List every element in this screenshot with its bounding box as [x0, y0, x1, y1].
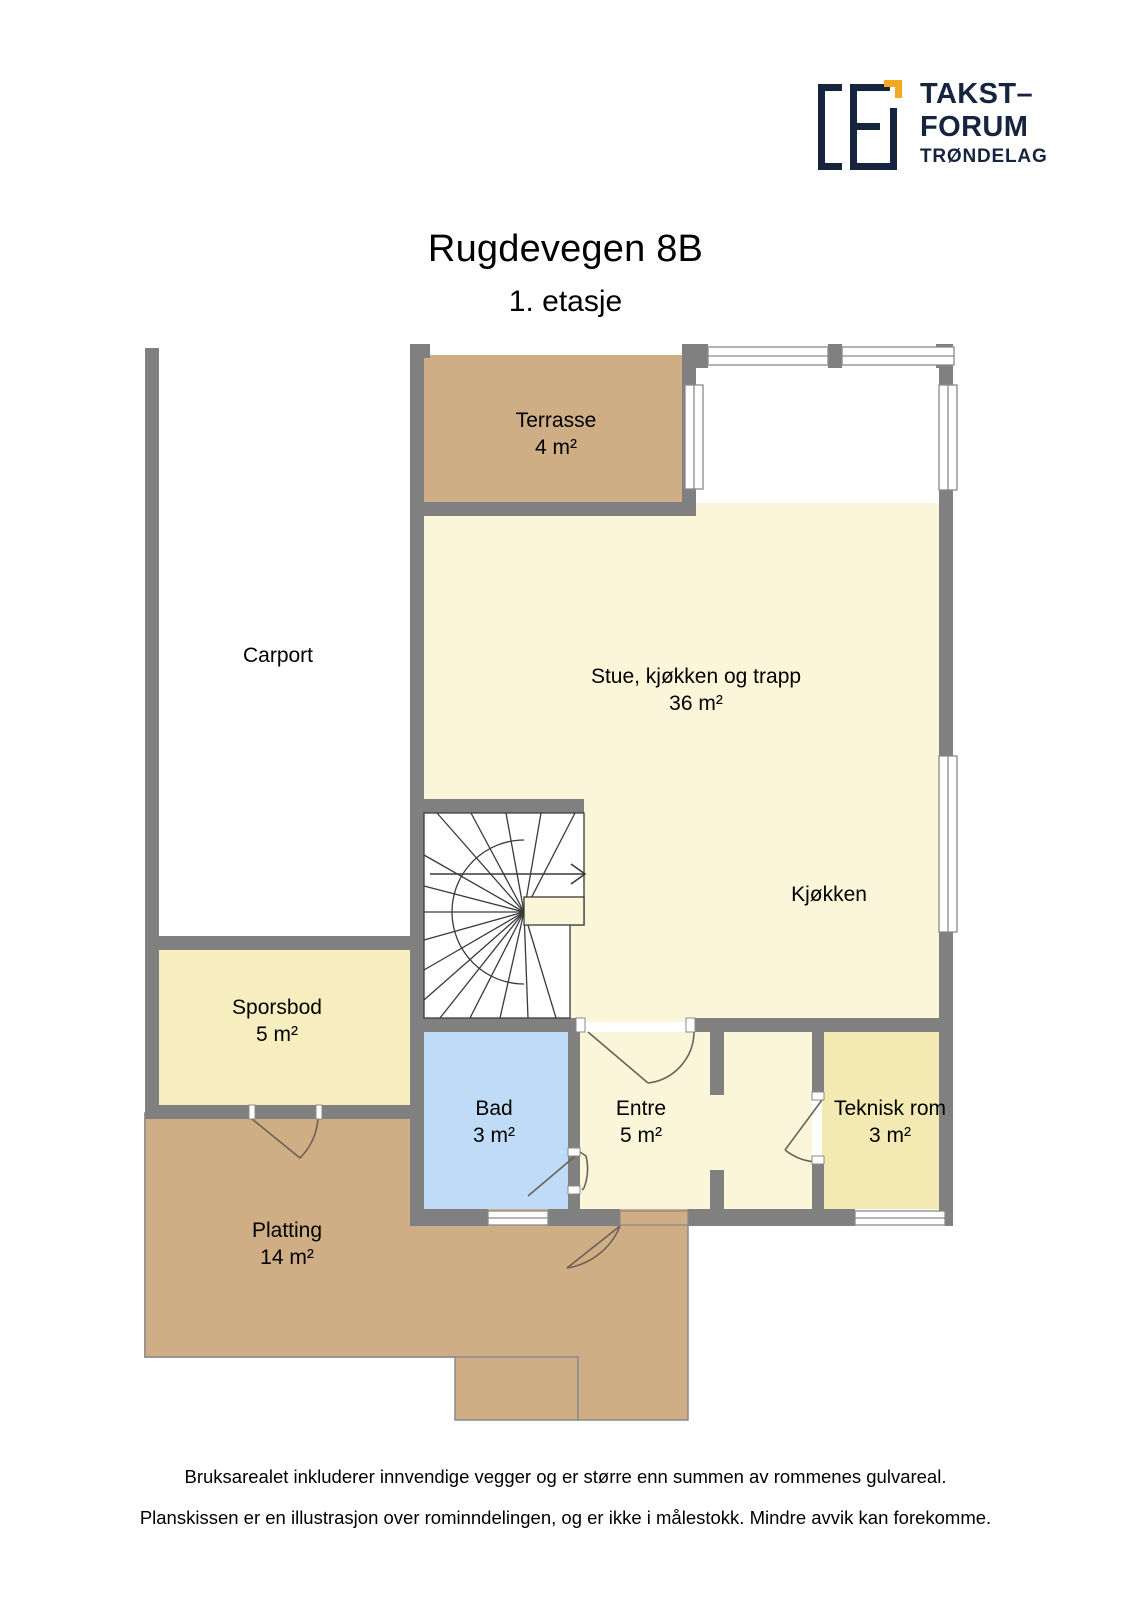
wall-house-left [410, 344, 424, 1219]
stair-newel-arc [451, 839, 525, 985]
logo-line-trondelag: TRØNDELAG [920, 146, 1048, 167]
door-jamb-teknisk-top [811, 1091, 825, 1101]
takst-forum-logo-mark [818, 80, 902, 170]
stair-direction-arrow [570, 863, 587, 885]
wall-entre-right-top [710, 1032, 724, 1095]
wall-house-bottom-d [945, 1209, 953, 1226]
wall-house-top-left-stub [696, 344, 708, 368]
door-entre-top-right [647, 1031, 695, 1084]
door-bad [579, 1151, 589, 1191]
footer-line-2: Planskissen er en illustrasjon over romi… [139, 1506, 992, 1528]
staircase [423, 812, 587, 1019]
wall-terrasse-top [410, 344, 430, 358]
door-jamb-bad-bottom [567, 1185, 581, 1195]
wall-carport-left [145, 348, 159, 1113]
stair-treads-upper [423, 812, 576, 913]
wall-teknisk-left-top [812, 1032, 824, 1100]
door-jamb-sporsbod-right [315, 1104, 323, 1120]
door-jamb-entre-b [685, 1017, 696, 1033]
wall-house-top-mid-stub [828, 344, 842, 368]
footer-disclaimer: Bruksarealet inkluderer innvendige vegge… [0, 1466, 1131, 1528]
wall-house-right-b [939, 489, 953, 757]
footer-line-1: Bruksarealet inkluderer innvendige vegge… [184, 1466, 947, 1487]
room-fill-bad [424, 1032, 568, 1209]
wall-house-bottom-a [410, 1209, 488, 1226]
wall-sporsbod-bottom [145, 1105, 424, 1119]
title-block: Rugdevegen 8B 1. etasje [0, 228, 1131, 319]
logo-line-forum: FORUM [920, 111, 1029, 143]
door-bad-leaf [527, 1151, 581, 1197]
room-fill-entre [578, 1032, 710, 1209]
wall-lower-divider-a [410, 1018, 576, 1032]
wall-bad-entre-nub [568, 1154, 580, 1188]
wall-terrasse-bottom [410, 502, 696, 516]
wall-stair-top [424, 799, 584, 813]
takst-forum-logo-text: TAKST– FORUM TRØNDELAG [920, 80, 1052, 176]
stair-treads-lower [423, 911, 557, 1019]
wall-house-bottom-b [548, 1209, 620, 1226]
door-teknisk-leaf [784, 1099, 823, 1151]
room-fill-teknisk [822, 1032, 953, 1209]
wall-lower-divider-b [694, 1018, 953, 1032]
door-sporsbod [251, 1118, 319, 1160]
door-jamb-teknisk-bottom [811, 1155, 825, 1165]
room-fill-entre-ext [710, 1032, 812, 1209]
wall-house-right-c [939, 931, 953, 1219]
takst-forum-logo: TAKST– FORUM TRØNDELAG [812, 72, 1052, 182]
door-jamb-entre-a [575, 1017, 586, 1033]
room-fill-carport [158, 348, 410, 936]
window-bottom-entre [619, 1210, 689, 1226]
wall-teknisk-left-bottom [812, 1160, 824, 1220]
wall-sporsbod-top [145, 936, 424, 950]
wall-bad-right [568, 1032, 580, 1154]
page-title: Rugdevegen 8B [427, 228, 704, 270]
door-jamb-bad-top [567, 1147, 581, 1157]
page-subtitle: 1. etasje [508, 285, 623, 318]
windows [487, 346, 958, 1226]
wall-entre-right-lower [710, 1170, 724, 1220]
door-entrance-leaf [566, 1225, 621, 1269]
room-fill-terrasse [424, 355, 692, 503]
door-jamb-sporsbod-left [248, 1104, 256, 1120]
doors [248, 1017, 825, 1269]
logo-line-takst: TAKST– [920, 78, 1034, 110]
room-fill-sporsbod [158, 950, 410, 1105]
door-entre-top-left [587, 1031, 649, 1084]
door-entrance-arc [566, 1225, 621, 1269]
stair-landing [523, 896, 585, 926]
